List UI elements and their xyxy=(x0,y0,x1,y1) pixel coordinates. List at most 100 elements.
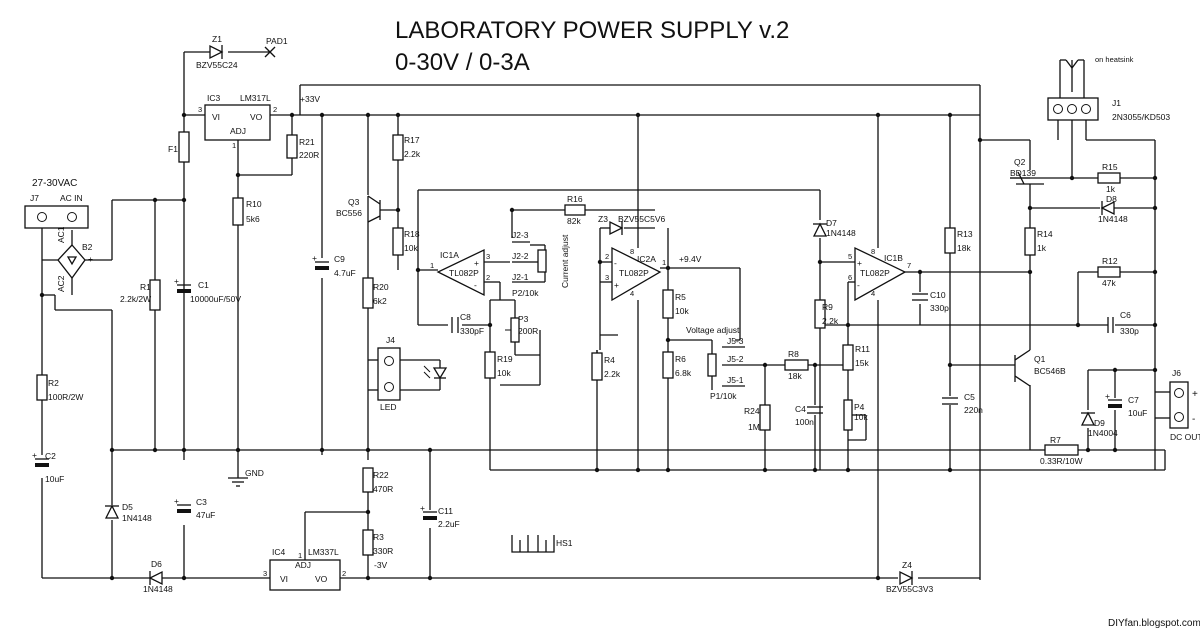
zener-z1: Z1 BZV55C24 xyxy=(196,34,238,70)
svg-text:C11: C11 xyxy=(438,506,453,516)
svg-text:+: + xyxy=(420,503,425,513)
svg-text:1N4148: 1N4148 xyxy=(826,228,856,238)
resistor-r17: R17 2.2k xyxy=(392,134,421,161)
diode-d9: D9 1N4004 xyxy=(1080,411,1118,438)
svg-text:82k: 82k xyxy=(567,216,581,226)
svg-text:R13: R13 xyxy=(957,229,973,239)
svg-text:C10: C10 xyxy=(930,290,946,300)
svg-text:R8: R8 xyxy=(788,349,799,359)
svg-text:R21: R21 xyxy=(299,137,315,147)
svg-text:2: 2 xyxy=(342,569,346,578)
opamp-ic1a: IC1A TL082P 1 3 2 + - xyxy=(430,248,490,297)
svg-text:Q1: Q1 xyxy=(1034,354,1046,364)
svg-text:J2-3: J2-3 xyxy=(512,230,529,240)
resistor-r10: R10 5k6 xyxy=(232,197,262,226)
capacitor-c5: C5 220n xyxy=(942,392,983,415)
diode-d8: D8 1N4148 xyxy=(1098,194,1128,224)
svg-text:D6: D6 xyxy=(151,559,162,569)
svg-text:Current adjust: Current adjust xyxy=(560,234,570,288)
svg-text:3: 3 xyxy=(198,105,202,114)
svg-text:D8: D8 xyxy=(1106,194,1117,204)
transistor-q3: Q3 BC556 xyxy=(336,195,381,223)
svg-text:R19: R19 xyxy=(497,354,513,364)
resistor-r3: R3 330R xyxy=(362,529,393,556)
svg-text:10000uF/50V: 10000uF/50V xyxy=(190,294,241,304)
svg-text:330p: 330p xyxy=(1120,326,1139,336)
svg-text:4: 4 xyxy=(871,289,875,298)
svg-text:D9: D9 xyxy=(1094,418,1105,428)
resistor-r2: R2 100R/2W xyxy=(36,374,83,402)
capacitor-c8: C8 330pF xyxy=(451,312,484,336)
svg-text:470R: 470R xyxy=(373,484,393,494)
capacitor-c3: + C3 47uF xyxy=(174,496,215,520)
svg-text:R9: R9 xyxy=(822,302,833,312)
svg-text:10uF: 10uF xyxy=(1128,408,1147,418)
svg-text:2: 2 xyxy=(605,252,609,261)
svg-text:-: - xyxy=(474,280,477,290)
heatsink-hs1: HS1 xyxy=(511,535,573,553)
svg-text:R22: R22 xyxy=(373,470,389,480)
svg-text:DC OUT: DC OUT xyxy=(1170,432,1200,442)
svg-text:R17: R17 xyxy=(404,135,420,145)
current-adjust-p2: J2-3 J2-2 J2-1 P2/10k Current adjust xyxy=(512,230,570,298)
svg-text:VO: VO xyxy=(250,112,263,122)
svg-text:ADJ: ADJ xyxy=(295,560,311,570)
svg-text:VI: VI xyxy=(280,574,288,584)
svg-text:2.2k/2W: 2.2k/2W xyxy=(120,294,151,304)
svg-text:-: - xyxy=(614,258,617,268)
voltage-adjust-p1: Voltage adjust J5-3 J5-2 J5-1 P1/10k xyxy=(686,325,745,401)
capacitor-c4: C4 100n xyxy=(795,404,823,427)
svg-text:on heatsink: on heatsink xyxy=(1095,55,1134,64)
svg-text:6k2: 6k2 xyxy=(373,296,387,306)
svg-text:220n: 220n xyxy=(964,405,983,415)
svg-text:BZV55C24: BZV55C24 xyxy=(196,60,238,70)
svg-text:100n: 100n xyxy=(795,417,814,427)
svg-text:18k: 18k xyxy=(788,371,802,381)
svg-text:P3: P3 xyxy=(518,314,529,324)
svg-text:+: + xyxy=(174,276,179,286)
transistor-q1: Q1 BC546B xyxy=(1014,349,1066,387)
diode-d5: D5 1N4148 xyxy=(104,502,152,523)
svg-text:J5-3: J5-3 xyxy=(727,336,744,346)
svg-text:R5: R5 xyxy=(675,292,686,302)
bridge-rectifier-b2: AC1 AC2 B2 + xyxy=(56,226,93,292)
svg-text:VI: VI xyxy=(212,112,220,122)
svg-text:VO: VO xyxy=(315,574,328,584)
opamp-ic1b: IC1B TL082P 5 6 8 4 7 + - xyxy=(848,246,911,302)
svg-text:LM317L: LM317L xyxy=(240,93,271,103)
svg-text:LED: LED xyxy=(380,402,397,412)
capacitor-c11: + C11 2.2uF xyxy=(420,503,460,529)
svg-text:1k: 1k xyxy=(1037,243,1047,253)
svg-text:C6: C6 xyxy=(1120,310,1131,320)
svg-text:BZV55C5V6: BZV55C5V6 xyxy=(618,214,666,224)
svg-text:C3: C3 xyxy=(196,497,207,507)
svg-text:Q2: Q2 xyxy=(1014,157,1026,167)
zener-z4: Z4 BZV55C3V3 xyxy=(886,560,934,594)
svg-text:47k: 47k xyxy=(1102,278,1116,288)
svg-text:2.2k: 2.2k xyxy=(604,369,621,379)
junction-dots xyxy=(39,112,1158,581)
svg-text:1: 1 xyxy=(662,258,666,267)
svg-text:Z1: Z1 xyxy=(212,34,222,44)
svg-text:330p: 330p xyxy=(930,303,949,313)
resistor-r15: R15 1k xyxy=(1097,162,1121,194)
svg-text:-: - xyxy=(1192,414,1195,425)
resistor-r24: R24 1M xyxy=(744,404,771,432)
svg-text:+: + xyxy=(1192,389,1198,400)
svg-text:P2/10k: P2/10k xyxy=(512,288,539,298)
opamp-ic2a: IC2A TL082P 2 3 8 4 1 - + xyxy=(605,246,666,302)
svg-text:LM337L: LM337L xyxy=(308,547,339,557)
svg-text:BZV55C3V3: BZV55C3V3 xyxy=(886,584,934,594)
resistor-r19: R19 10k xyxy=(484,351,513,379)
capacitor-c9: + C9 4.7uF xyxy=(312,253,356,278)
diode-d6: D6 1N4148 xyxy=(143,559,173,594)
svg-text:PAD1: PAD1 xyxy=(266,36,288,46)
svg-text:BC546B: BC546B xyxy=(1034,366,1066,376)
svg-text:2.2uF: 2.2uF xyxy=(438,519,460,529)
svg-text:J2-2: J2-2 xyxy=(512,251,529,261)
svg-text:1N4148: 1N4148 xyxy=(143,584,173,594)
capacitor-c7: + C7 10uF xyxy=(1105,391,1147,418)
svg-text:D7: D7 xyxy=(826,218,837,228)
svg-text:J6: J6 xyxy=(1172,368,1181,378)
svg-text:R10: R10 xyxy=(246,199,262,209)
